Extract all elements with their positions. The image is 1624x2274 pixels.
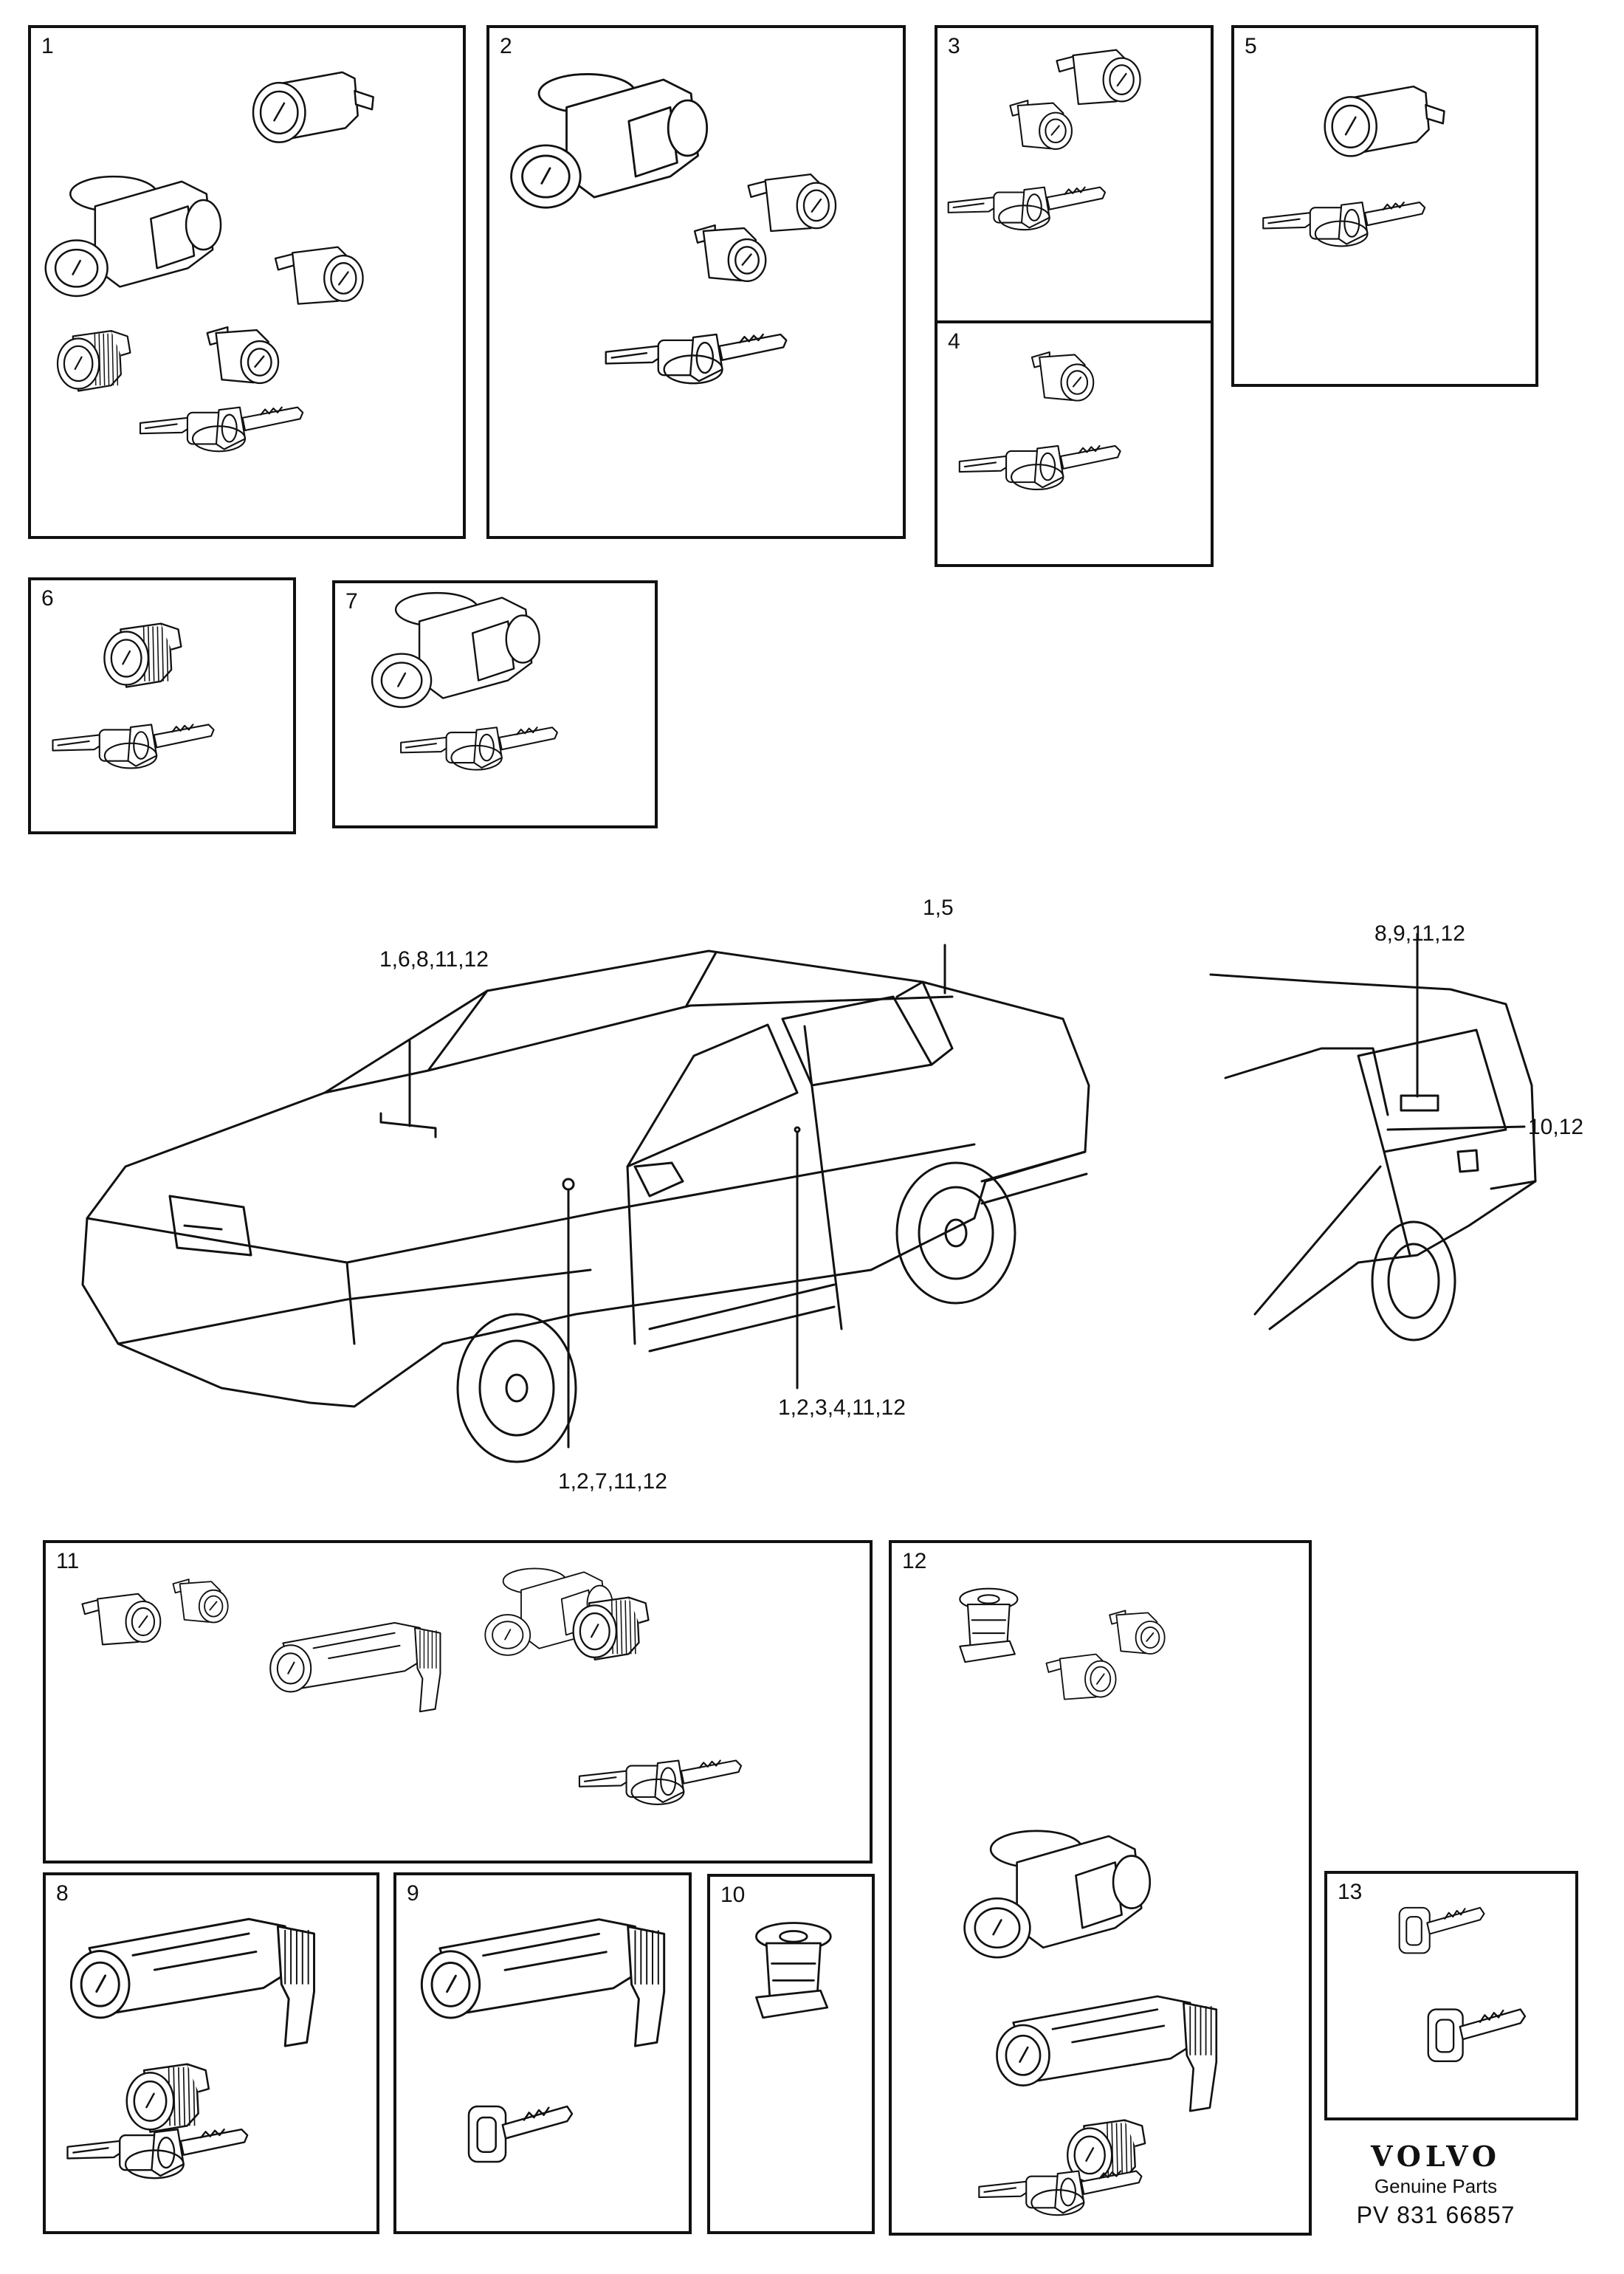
part-box-13: 13	[1324, 1871, 1578, 2120]
part-box-3: 3	[935, 25, 1214, 323]
knob-icon	[572, 1596, 650, 1661]
long-lock-icon	[69, 1917, 315, 2047]
keys-icon	[605, 333, 788, 385]
part-box-1: 1	[28, 25, 466, 539]
box-number: 12	[902, 1549, 927, 1573]
keys-icon	[1262, 202, 1426, 247]
box-number: 11	[56, 1549, 80, 1573]
box-number: 10	[720, 1883, 746, 1907]
callout-wagon-tailgate: 8,9,11,12	[1374, 921, 1465, 946]
part-box-8: 8	[43, 1872, 379, 2234]
cylinder-icon	[1324, 85, 1445, 157]
part-box-7: 7	[332, 580, 658, 828]
single-key-icon	[1427, 2008, 1527, 2063]
box-number: 3	[948, 34, 960, 58]
box-number: 7	[345, 589, 358, 614]
cylinder-icon	[252, 71, 374, 143]
keys-icon	[578, 1759, 743, 1805]
ignition-icon	[963, 1830, 1152, 1959]
parts-illustration	[81, 1567, 743, 1805]
part-box-4: 4	[935, 320, 1214, 567]
box-number: 1	[41, 34, 54, 58]
small-lock-icon	[1109, 1610, 1166, 1655]
box-number: 13	[1338, 1880, 1363, 1904]
parts-illustration	[947, 49, 1141, 231]
keys-icon	[52, 724, 215, 769]
knob-icon	[56, 329, 131, 392]
small-lock-icon	[693, 224, 767, 283]
part-box-6: 6	[28, 577, 296, 834]
clip-lock-icon	[959, 1587, 1019, 1663]
door-lock-icon	[747, 173, 837, 233]
box-number: 2	[500, 34, 512, 58]
long-lock-icon	[420, 1918, 666, 2047]
ignition-icon	[371, 591, 540, 708]
small-lock-icon	[172, 1579, 229, 1624]
brand-logo: VOLVO	[1370, 2140, 1501, 2173]
part-box-12: 12	[889, 1540, 1312, 2236]
part-number: PV 831 66857	[1356, 2202, 1515, 2228]
volvo-logo-block: VOLVO Genuine Parts PV 831 66857	[1351, 2143, 1521, 2227]
parts-illustration	[1398, 1906, 1527, 2063]
parts-illustration	[958, 351, 1121, 491]
parts-illustration	[1262, 85, 1445, 247]
single-key-icon	[467, 2105, 574, 2163]
callout-door-front: 1,2,7,11,12	[558, 1469, 667, 1494]
knob-icon	[125, 2063, 210, 2133]
parts-illustration	[44, 71, 374, 453]
door-lock-icon	[1056, 49, 1141, 106]
parts-illustration	[510, 73, 837, 385]
parts-illustration	[66, 1917, 315, 2179]
long-lock-icon	[996, 1995, 1218, 2112]
keys-icon	[958, 444, 1121, 491]
door-lock-icon	[274, 246, 364, 305]
parts-illustration	[959, 1587, 1218, 2216]
single-key-icon	[1398, 1906, 1485, 1954]
keys-icon	[978, 2170, 1143, 2216]
part-box-9: 9	[393, 1872, 692, 2234]
small-lock-icon	[1031, 351, 1095, 402]
car-sedan-icon	[81, 932, 1537, 1463]
parts-illustration	[755, 1922, 832, 2019]
door-lock-icon	[81, 1593, 162, 1646]
callout-trunk: 1,5	[923, 896, 954, 920]
callout-hood: 1,6,8,11,12	[379, 947, 489, 972]
parts-illustration	[420, 1918, 666, 2163]
callout-door-rear: 1,2,3,4,11,12	[778, 1395, 906, 1420]
small-lock-icon	[1009, 100, 1073, 150]
box-number: 6	[41, 586, 54, 611]
box-number: 9	[407, 1881, 419, 1906]
ignition-icon	[510, 73, 709, 209]
vehicle-illustration: 1,6,8,11,12 1,5 1,2,7,11,12 1,2,3,4,11,1…	[0, 871, 1624, 1506]
small-lock-icon	[206, 326, 280, 385]
parts-illustration	[52, 622, 215, 769]
knob-icon	[103, 622, 182, 688]
ignition-icon	[44, 175, 222, 298]
clip-lock-icon	[755, 1922, 832, 2019]
logo-subtitle: Genuine Parts	[1374, 2175, 1498, 2197]
box-number: 4	[948, 329, 960, 354]
box-number: 8	[56, 1881, 69, 1906]
box-number: 5	[1245, 34, 1257, 58]
keys-icon	[66, 2128, 249, 2179]
long-lock-icon	[269, 1621, 441, 1713]
keys-icon	[139, 406, 304, 453]
parts-illustration	[371, 591, 558, 771]
part-box-10: 10	[707, 1874, 875, 2234]
part-box-11: 11	[43, 1540, 873, 1863]
door-lock-icon	[1045, 1653, 1117, 1700]
callout-wagon-side: 10,12	[1528, 1115, 1584, 1139]
keys-icon	[400, 726, 558, 771]
part-box-2: 2	[486, 25, 906, 539]
part-box-5: 5	[1231, 25, 1538, 387]
keys-icon	[947, 186, 1107, 231]
